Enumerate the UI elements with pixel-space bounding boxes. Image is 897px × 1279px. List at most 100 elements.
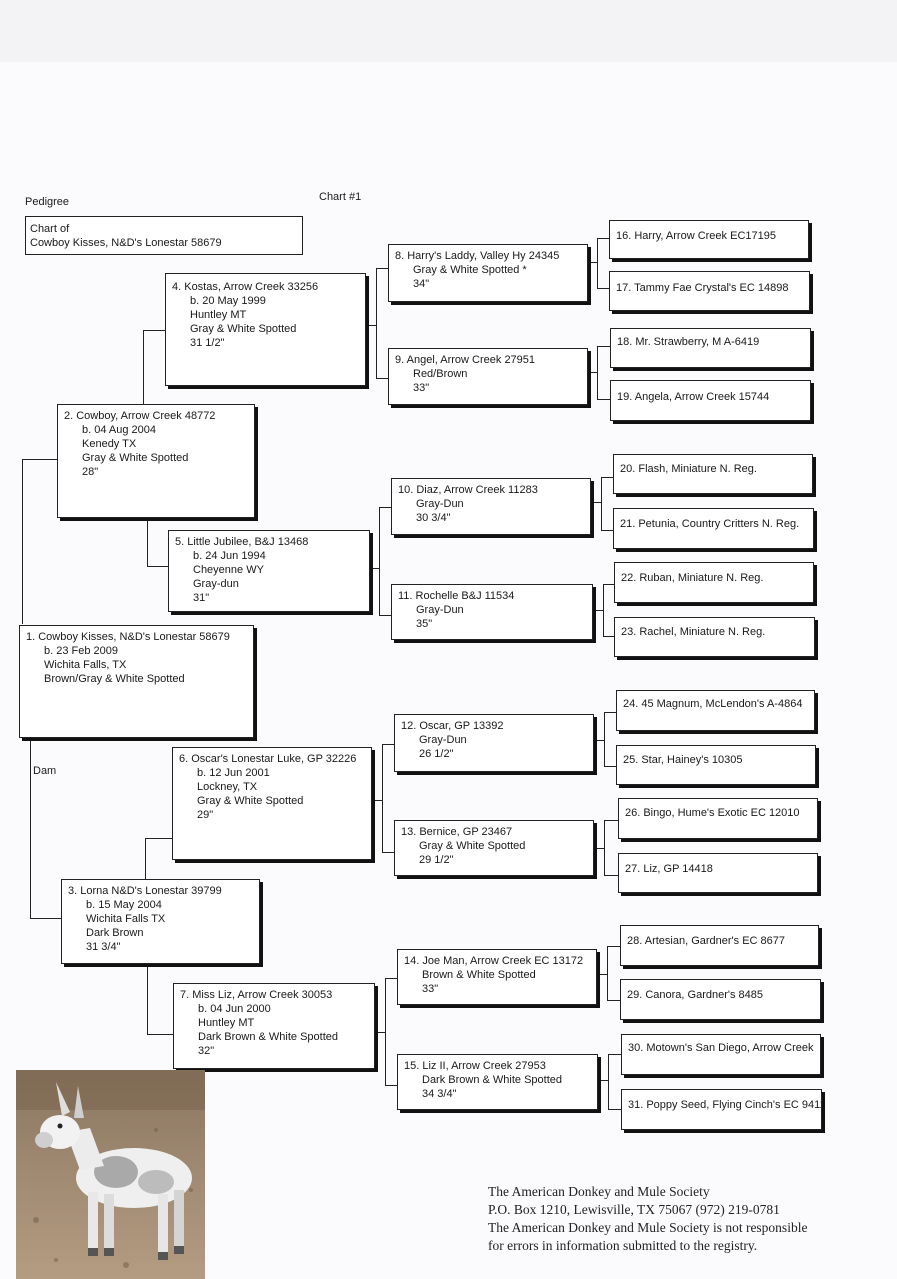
registry-footer: The American Donkey and Mule Society P.O… — [488, 1183, 888, 1255]
animal-box-16: 16. Harry, Arrow Creek EC17195 — [609, 220, 809, 259]
animal-box-17: 17. Tammy Fae Crystal's EC 14898 — [609, 271, 810, 311]
animal-box-6: 6. Oscar's Lonestar Luke, GP 32226 b. 12… — [172, 747, 372, 860]
animal-box-14: 14. Joe Man, Arrow Creek EC 13172 Brown … — [397, 949, 597, 1005]
animal-name: 16. Harry, Arrow Creek EC17195 — [616, 229, 802, 243]
animal-box-25: 25. Star, Hainey's 10305 — [616, 745, 816, 785]
animal-box-18: 18. Mr. Strawberry, M A-6419 — [610, 328, 811, 368]
color: Gray & White Spotted — [179, 794, 365, 808]
height: 34" — [395, 277, 581, 291]
color: Gray & White Spotted — [401, 839, 587, 853]
color: Dark Brown — [68, 926, 253, 940]
color: Gray & White Spotted * — [395, 263, 581, 277]
footer-disclaimer-2: for errors in information submitted to t… — [488, 1237, 888, 1255]
animal-name: 20. Flash, Miniature N. Reg. — [620, 462, 806, 476]
animal-name: 26. Bingo, Hume's Exotic EC 12010 — [625, 806, 811, 820]
animal-box-15: 15. Liz II, Arrow Creek 27953 Dark Brown… — [397, 1054, 598, 1110]
chart-of-box: Chart of Cowboy Kisses, N&D's Lonestar 5… — [25, 216, 303, 255]
dam-label: Dam — [33, 765, 56, 778]
pedigree-label: Pedigree — [25, 196, 69, 209]
animal-name: 31. Poppy Seed, Flying Cinch's EC 9411 — [628, 1098, 815, 1112]
animal-name: 17. Tammy Fae Crystal's EC 14898 — [616, 281, 803, 295]
height: 29 1/2" — [401, 853, 587, 867]
animal-box-11: 11. Rochelle B&J 11534 Gray-Dun 35" — [391, 584, 593, 640]
birth-date: b. 15 May 2004 — [68, 898, 253, 912]
animal-box-3: 3. Lorna N&D's Lonestar 39799 b. 15 May … — [61, 879, 260, 964]
animal-box-7: 7. Miss Liz, Arrow Creek 30053 b. 04 Jun… — [173, 983, 375, 1069]
animal-box-5: 5. Little Jubilee, B&J 13468 b. 24 Jun 1… — [168, 530, 370, 612]
animal-box-8: 8. Harry's Laddy, Valley Hy 24345 Gray &… — [388, 244, 588, 302]
birth-place: Wichita Falls, TX — [26, 658, 247, 672]
birth-date: b. 04 Jun 2000 — [180, 1002, 368, 1016]
animal-name: 14. Joe Man, Arrow Creek EC 13172 — [404, 954, 590, 968]
height: 35" — [398, 617, 586, 631]
animal-name: 8. Harry's Laddy, Valley Hy 24345 — [395, 249, 581, 263]
animal-name: 19. Angela, Arrow Creek 15744 — [617, 390, 804, 404]
animal-name: 22. Ruban, Miniature N. Reg. — [621, 571, 807, 585]
height: 31" — [175, 591, 363, 605]
animal-box-22: 22. Ruban, Miniature N. Reg. — [614, 562, 814, 603]
animal-name: 12. Oscar, GP 13392 — [401, 719, 587, 733]
animal-name: 13. Bernice, GP 23467 — [401, 825, 587, 839]
color: Gray-Dun — [401, 733, 587, 747]
footer-disclaimer-1: The American Donkey and Mule Society is … — [488, 1219, 888, 1237]
height: 33" — [404, 982, 590, 996]
birth-date: b. 23 Feb 2009 — [26, 644, 247, 658]
footer-address: P.O. Box 1210, Lewisville, TX 75067 (972… — [488, 1201, 888, 1219]
animal-name: 25. Star, Hainey's 10305 — [623, 753, 809, 767]
birth-place: Lockney, TX — [179, 780, 365, 794]
birth-date: b. 12 Jun 2001 — [179, 766, 365, 780]
animal-box-29: 29. Canora, Gardner's 8485 — [620, 979, 821, 1020]
animal-name: 18. Mr. Strawberry, M A-6419 — [617, 335, 804, 349]
animal-box-9: 9. Angel, Arrow Creek 27951 Red/Brown 33… — [388, 348, 588, 405]
footer-org-name: The American Donkey and Mule Society — [488, 1183, 888, 1201]
animal-box-23: 23. Rachel, Miniature N. Reg. — [614, 617, 815, 657]
birth-place: Huntley MT — [172, 308, 359, 322]
chart-number-label: Chart #1 — [319, 191, 361, 204]
birth-place: Huntley MT — [180, 1016, 368, 1030]
animal-name: 23. Rachel, Miniature N. Reg. — [621, 625, 808, 639]
height: 30 3/4" — [398, 511, 584, 525]
animal-name: 24. 45 Magnum, McLendon's A-4864 — [623, 697, 808, 711]
animal-name: 1. Cowboy Kisses, N&D's Lonestar 58679 — [26, 630, 247, 644]
color: Dark Brown & White Spotted — [404, 1073, 591, 1087]
animal-box-20: 20. Flash, Miniature N. Reg. — [613, 454, 813, 494]
animal-box-21: 21. Petunia, Country Critters N. Reg. — [613, 508, 814, 549]
animal-name: 30. Motown's San Diego, Arrow Creek — [628, 1041, 814, 1055]
color: Gray & White Spotted — [64, 451, 248, 465]
animal-box-4: 4. Kostas, Arrow Creek 33256 b. 20 May 1… — [165, 273, 366, 386]
scan-top-band — [0, 0, 897, 62]
height: 26 1/2" — [401, 747, 587, 761]
height: 34 3/4" — [404, 1087, 591, 1101]
birth-date: b. 24 Jun 1994 — [175, 549, 363, 563]
birth-place: Wichita Falls TX — [68, 912, 253, 926]
color: Brown/Gray & White Spotted — [26, 672, 247, 686]
height: 32" — [180, 1044, 368, 1058]
color: Gray-Dun — [398, 603, 586, 617]
animal-name: 3. Lorna N&D's Lonestar 39799 — [68, 884, 253, 898]
animal-box-13: 13. Bernice, GP 23467 Gray & White Spott… — [394, 820, 594, 876]
height: 31 1/2" — [172, 336, 359, 350]
birth-place: Kenedy TX — [64, 437, 248, 451]
animal-name: 6. Oscar's Lonestar Luke, GP 32226 — [179, 752, 365, 766]
animal-name: 5. Little Jubilee, B&J 13468 — [175, 535, 363, 549]
animal-box-19: 19. Angela, Arrow Creek 15744 — [610, 380, 811, 421]
height: 31 3/4" — [68, 940, 253, 954]
animal-name: 10. Diaz, Arrow Creek 11283 — [398, 483, 584, 497]
chart-of-line: Chart of — [30, 222, 298, 236]
animal-name: 27. Liz, GP 14418 — [625, 862, 811, 876]
animal-box-31: 31. Poppy Seed, Flying Cinch's EC 9411 — [621, 1089, 822, 1130]
animal-box-24: 24. 45 Magnum, McLendon's A-4864 — [616, 690, 815, 731]
animal-box-2: 2. Cowboy, Arrow Creek 48772 b. 04 Aug 2… — [57, 404, 255, 518]
height: 29" — [179, 808, 365, 822]
chart-of-subject: Cowboy Kisses, N&D's Lonestar 58679 — [30, 236, 298, 250]
color: Red/Brown — [395, 367, 581, 381]
height: 28" — [64, 465, 248, 479]
foal-photo — [16, 1070, 205, 1279]
animal-name: 21. Petunia, Country Critters N. Reg. — [620, 517, 807, 531]
animal-name: 28. Artesian, Gardner's EC 8677 — [627, 934, 812, 948]
birth-date: b. 04 Aug 2004 — [64, 423, 248, 437]
animal-box-26: 26. Bingo, Hume's Exotic EC 12010 — [618, 798, 818, 839]
animal-box-1: 1. Cowboy Kisses, N&D's Lonestar 58679 b… — [19, 625, 254, 738]
animal-name: 4. Kostas, Arrow Creek 33256 — [172, 280, 359, 294]
